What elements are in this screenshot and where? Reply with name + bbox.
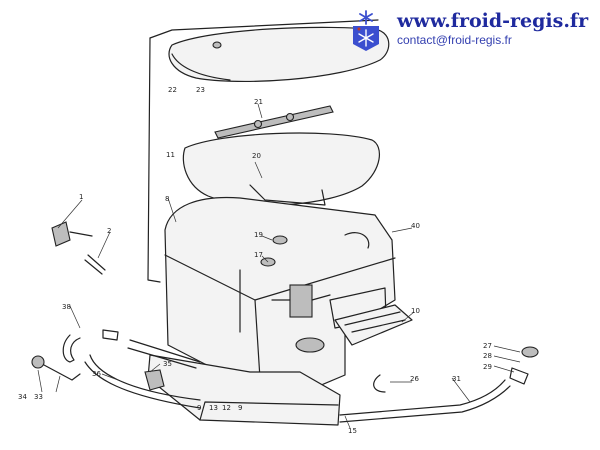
callout-27: 27 (483, 342, 492, 350)
callout-22: 22 (168, 86, 177, 94)
distributor-tube (214, 105, 334, 139)
callout-19: 19 (254, 231, 263, 239)
callout-1: 1 (79, 193, 83, 201)
callout-31: 31 (452, 375, 461, 383)
front-small-parts (31, 329, 539, 391)
pump-and-fittings (260, 232, 370, 353)
callout-13: 13 (209, 404, 218, 412)
inlet-valve (51, 221, 106, 275)
callout-10: 10 (411, 307, 420, 315)
callout-29: 29 (483, 363, 492, 371)
callout-28: 28 (483, 352, 492, 360)
lid-assembly (147, 19, 390, 283)
callout-23: 23 (196, 86, 205, 94)
callout-40: 40 (411, 222, 420, 230)
callout-9b: 9 (238, 404, 242, 412)
callout-17: 17 (254, 251, 263, 259)
callout-11: 11 (166, 151, 175, 159)
snowflake-logo-icon (353, 10, 379, 51)
water-tray (182, 132, 380, 206)
contact-email[interactable]: contact@froid-regis.fr (397, 33, 512, 47)
callout-15: 15 (348, 427, 357, 435)
main-cabinet (164, 196, 413, 411)
callout-21: 21 (254, 98, 263, 106)
callout-36: 36 (92, 370, 101, 378)
callout-34: 34 (18, 393, 27, 401)
callout-20: 20 (252, 152, 261, 160)
part-callout-numbers: 1 2 8 9 9 10 11 12 13 15 17 19 20 21 22 … (18, 86, 492, 435)
callout-8: 8 (165, 195, 169, 203)
callout-9a: 9 (197, 404, 201, 412)
callout-33: 33 (34, 393, 43, 401)
callout-2: 2 (107, 227, 111, 235)
leader-lines (37, 103, 521, 429)
callout-26: 26 (410, 375, 419, 383)
site-url[interactable]: www.froid-regis.fr (397, 10, 589, 32)
callout-35: 35 (163, 360, 172, 368)
callout-12: 12 (222, 404, 231, 412)
callout-38: 38 (62, 303, 71, 311)
